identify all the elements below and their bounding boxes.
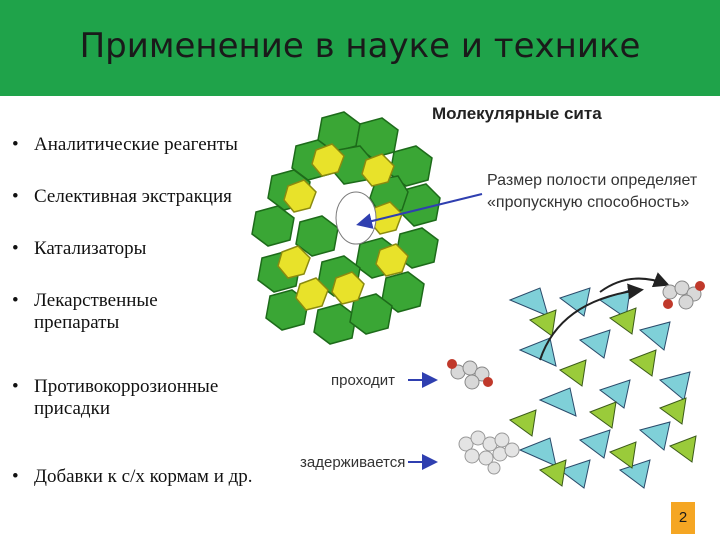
slide-title: Применение в науке и технике: [79, 26, 641, 66]
exit-curve-arrow: [599, 272, 670, 293]
zeolite-structure-image: [251, 111, 441, 345]
label-retained: задерживается: [300, 454, 406, 471]
molecule-held: [458, 430, 520, 475]
figure-title: Молекулярные сита: [432, 104, 602, 123]
cavity-note: Размер полости определяет «пропускную сп…: [487, 172, 698, 211]
bullet-text: Аналитические реагенты: [34, 134, 238, 155]
bullet-marker: •: [12, 466, 19, 487]
bullet-marker: •: [12, 376, 19, 397]
bullet-text: Добавки к с/х кормам и др.: [34, 466, 253, 487]
page-number-badge: 2: [671, 502, 695, 534]
bullet-text: Селективная экстракция: [34, 186, 232, 207]
pass-curve-arrow: [539, 283, 644, 361]
bullet-text: Лекарственные препараты: [34, 290, 158, 333]
bullet-marker: •: [12, 238, 19, 259]
bullet-text: Противокоррозионные присадки: [34, 376, 219, 419]
molecule-passing-top: [662, 280, 705, 310]
bullet-text: Катализаторы: [34, 238, 147, 259]
label-passes: проходит: [331, 372, 395, 389]
cavity-arrow: [356, 193, 483, 229]
title-bar: [0, 0, 720, 96]
bullet-marker: •: [12, 134, 19, 155]
bullet-marker: •: [12, 186, 19, 207]
bullet-marker: •: [12, 290, 19, 311]
molecule-passing: [447, 359, 493, 390]
sieve-lattice-image: [508, 287, 697, 489]
